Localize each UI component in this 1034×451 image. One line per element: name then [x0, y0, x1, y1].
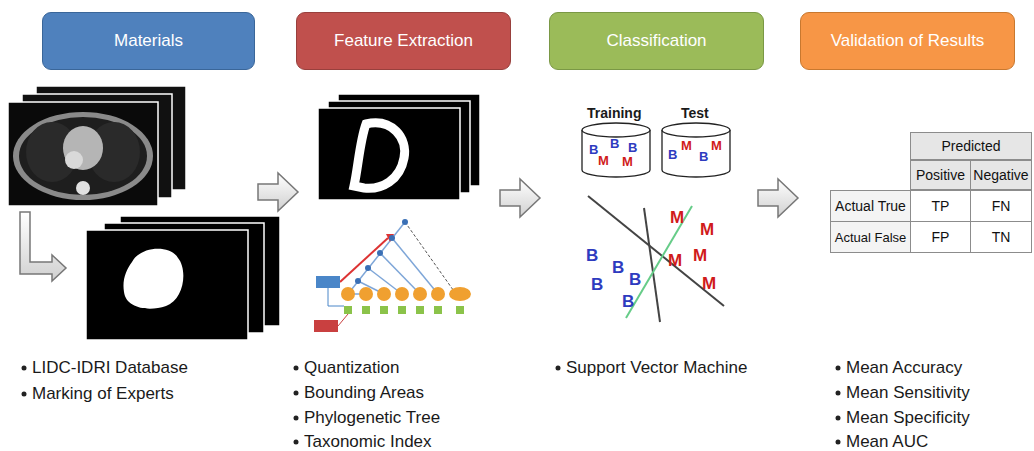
class-letter: B: [629, 270, 641, 290]
cell-text: Predicted: [941, 138, 1000, 154]
table-row-header: Actual False: [830, 221, 911, 253]
class-letter: B: [589, 143, 598, 158]
cell-text: Positive: [916, 167, 965, 183]
cell-text: TN: [992, 229, 1011, 245]
cell-text: Actual False: [835, 230, 907, 245]
class-letter: B: [586, 246, 598, 266]
class-letter: M: [711, 139, 722, 154]
bullet-text: Mean AUC: [846, 432, 928, 451]
stage-header: Materials: [42, 12, 255, 70]
table-header: Positive: [910, 160, 971, 190]
class-letter: B: [628, 141, 637, 156]
header-text: Classification: [606, 31, 706, 51]
cell-text: Negative: [973, 167, 1028, 183]
class-letter: B: [612, 258, 624, 278]
class-letter: M: [693, 246, 707, 266]
nodule-mask-stack: [86, 216, 280, 340]
cell-text: Actual True: [835, 198, 906, 214]
table-header: Predicted: [910, 132, 1032, 160]
bullet-text: Bounding Areas: [304, 383, 424, 403]
dataset-title: Test: [681, 105, 709, 121]
feature-image-stack: [318, 94, 480, 200]
bullet-text: LIDC-IDRI Database: [32, 358, 188, 378]
block-arrow: [758, 179, 798, 217]
header-text: Validation of Results: [831, 31, 985, 51]
svm-hyperplanes: [588, 196, 724, 322]
phylogenetic-tree: [314, 219, 471, 332]
class-letter: M: [622, 155, 633, 170]
table-cell: FP: [910, 221, 971, 253]
l-arrow: [20, 212, 66, 281]
table-cell: TN: [970, 221, 1032, 253]
table-header: Negative: [970, 160, 1032, 190]
bullet-text: Marking of Experts: [32, 384, 174, 404]
bullet-text: Quantization: [304, 358, 399, 378]
bullet-text: Taxonomic Index: [304, 432, 432, 451]
stage-header: Validation of Results: [800, 12, 1015, 70]
class-letter: M: [668, 251, 682, 271]
stage-header: Classification: [549, 12, 764, 70]
dataset-title: Training: [587, 105, 641, 121]
stage-header: Feature Extraction: [296, 12, 511, 70]
class-letter: B: [668, 148, 677, 163]
class-letter: B: [622, 292, 634, 312]
class-letter: M: [700, 220, 714, 240]
class-letter: M: [702, 274, 716, 294]
bullet-text: Mean Sensitivity: [846, 383, 970, 403]
block-arrow: [258, 173, 298, 211]
dataset-cylinder: [582, 123, 730, 177]
cell-text: TP: [932, 198, 950, 214]
header-text: Feature Extraction: [334, 31, 473, 51]
bullet-text: Phylogenetic Tree: [304, 408, 440, 428]
ct-scan-stack: [8, 86, 186, 206]
block-arrow: [500, 179, 540, 217]
table-cell: FN: [970, 190, 1032, 222]
table-cell: TP: [910, 190, 971, 222]
class-letter: M: [681, 139, 692, 154]
class-letter: M: [670, 208, 684, 228]
header-text: Materials: [114, 31, 183, 51]
class-letter: B: [591, 275, 603, 295]
class-letter: B: [610, 137, 619, 152]
bullet-text: Support Vector Machine: [566, 358, 747, 378]
cell-text: FN: [992, 198, 1011, 214]
bullet-text: Mean Specificity: [846, 408, 970, 428]
bullet-text: Mean Accuracy: [846, 358, 962, 378]
class-letter: B: [699, 150, 708, 165]
class-letter: M: [598, 154, 609, 169]
cell-text: FP: [932, 229, 950, 245]
table-row-header: Actual True: [830, 190, 911, 222]
